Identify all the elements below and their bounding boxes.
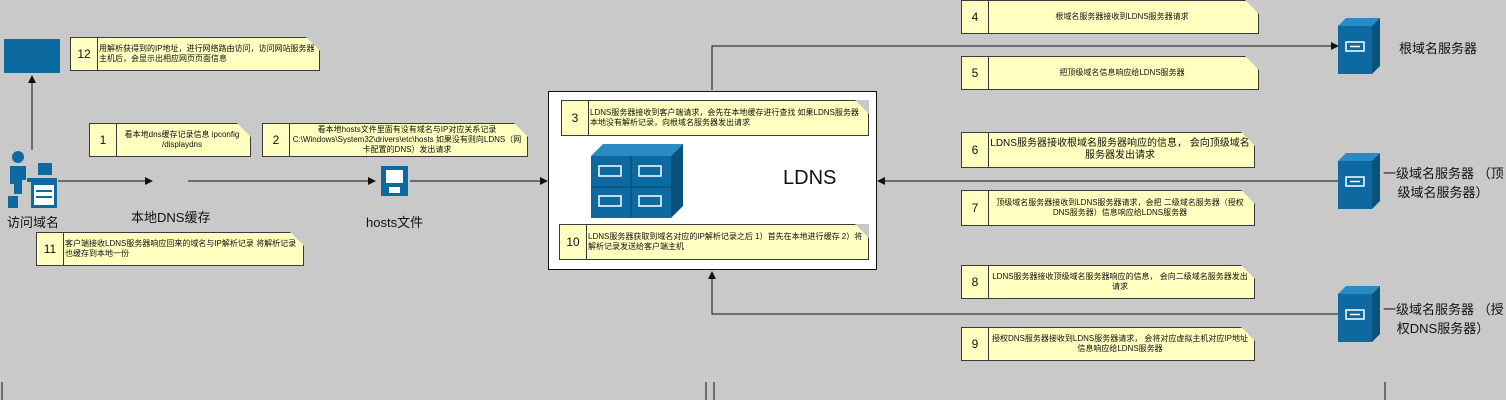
step-text: 根域名服务器接收到LDNS服务器请求 (1055, 12, 1189, 21)
step-number: 4 (962, 1, 989, 33)
step-number: 8 (962, 266, 989, 298)
root-server-label: 根域名服务器 (1399, 41, 1478, 56)
step-note-10: 10 LDNS服务器获取到域名对应的IP解析记录之后 1）首先在本地进行缓存 2… (559, 224, 869, 260)
auth-server-icon (1338, 286, 1380, 342)
client-label: 访问域名 (7, 215, 60, 230)
step-number: 12 (71, 38, 98, 70)
hosts-file-label: hosts文件 (366, 215, 424, 230)
step-number: 3 (562, 101, 589, 135)
step-note-2: 2 看本地hosts文件里面有没有域名与IP对应关系记录 C:\Windows\… (262, 123, 528, 157)
user-computer-icon (8, 151, 57, 208)
ldns-server-icon (591, 144, 683, 218)
tld-server-label: 一级域名服务器 （顶级域名服务器） (1383, 166, 1504, 200)
step-note-4: 4 根域名服务器接收到LDNS服务器请求 (961, 0, 1259, 34)
step-text: LDNS服务器接收根域名服务器响应的信息， 会向顶级域名服务器发出请求 (990, 138, 1250, 161)
step-text: 把顶级域名信息响应给LDNS服务器 (1059, 68, 1185, 77)
step-text: 授权DNS服务器接收到LDNS服务器请求， 会将对应虚拟主机对应IP地址信息响应… (991, 334, 1248, 353)
step-text: 看本地dns缓存记录信息 ipconfig /displaydns (124, 130, 240, 149)
local-cache-label: 本地DNS缓存 (131, 210, 211, 225)
step-number: 6 (962, 133, 989, 167)
step-number: 5 (962, 57, 989, 89)
step-note-3: 3 LDNS服务器接收到客户端请求，会先在本地缓存进行查找 如果LDNS服务器本… (561, 100, 869, 136)
step-text: 用解析获得到的IP地址，进行网络路由访问，访问网站服务器主机后，会显示出相应网页… (99, 44, 315, 63)
step-note-9: 9 授权DNS服务器接收到LDNS服务器请求， 会将对应虚拟主机对应IP地址信息… (961, 327, 1255, 361)
step-note-12: 12 用解析获得到的IP地址，进行网络路由访问，访问网站服务器主机后，会显示出相… (70, 37, 320, 71)
step-number: 9 (962, 328, 989, 360)
hosts-file-icon (381, 166, 408, 196)
step-number: 11 (37, 233, 64, 265)
step-number: 1 (90, 124, 117, 156)
step-number: 10 (560, 225, 587, 259)
ldns-label: LDNS (783, 167, 837, 189)
step-number: 7 (962, 191, 989, 225)
auth-server-label: 一级域名服务器 （授权DNS服务器） (1383, 302, 1504, 336)
step-text: 顶级域名服务器接收到LDNS服务器请求，会把 二级域名服务器（授权DNS服务器）… (996, 198, 1244, 217)
step-note-8: 8 LDNS服务器接收顶级域名服务器响应的信息， 会向二级域名服务器发出请求 (961, 265, 1255, 299)
step-note-1: 1 看本地dns缓存记录信息 ipconfig /displaydns (89, 123, 251, 157)
step-text: LDNS服务器接收顶级域名服务器响应的信息， 会向二级域名服务器发出请求 (992, 272, 1248, 291)
tld-server-icon (1338, 153, 1380, 209)
step-text: LDNS服务器接收到客户端请求，会先在本地缓存进行查找 如果LDNS服务器本地没… (590, 108, 859, 127)
arrow-auth-to-ldns (708, 271, 1338, 315)
root-server-icon (1338, 18, 1380, 74)
step-note-7: 7 顶级域名服务器接收到LDNS服务器请求，会把 二级域名服务器（授权DNS服务… (961, 190, 1255, 226)
step-text: LDNS服务器获取到域名对应的IP解析记录之后 1）首先在本地进行缓存 2）将解… (588, 232, 863, 251)
step-text: 客户端接收LDNS服务器响应回来的域名与IP解析记录 将解析记录也缓存到本地一份 (65, 239, 297, 258)
step-text: 看本地hosts文件里面有没有域名与IP对应关系记录 C:\Windows\Sy… (292, 125, 522, 154)
step-note-11: 11 客户端接收LDNS服务器响应回来的域名与IP解析记录 将解析记录也缓存到本… (36, 232, 304, 266)
step-note-5: 5 把顶级域名信息响应给LDNS服务器 (961, 56, 1259, 90)
arrow-ldns-to-root (711, 42, 1339, 90)
step-note-6: 6 LDNS服务器接收根域名服务器响应的信息， 会向顶级域名服务器发出请求 (961, 132, 1255, 168)
step-number: 2 (263, 124, 290, 156)
browser-window-icon (4, 39, 60, 73)
